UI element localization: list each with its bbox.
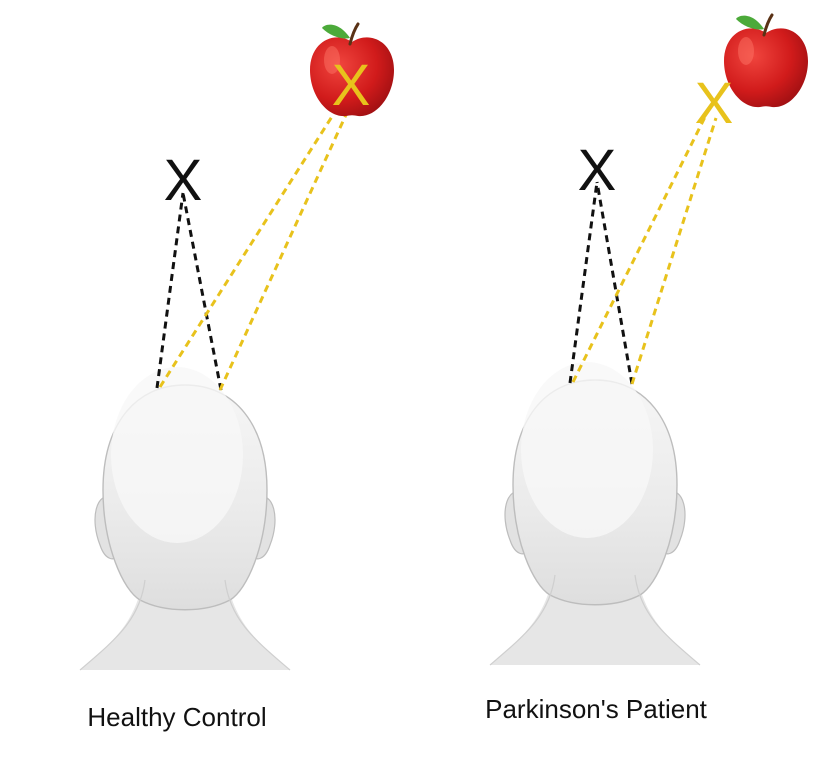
panel-healthy-control: X X — [79, 22, 396, 671]
target-x-mark: X — [695, 71, 734, 136]
panel-parkinsons-patient: X X — [489, 13, 810, 666]
fixation-x-mark: X — [164, 148, 203, 213]
head-back-icon — [489, 361, 701, 666]
fixation-line-right-eye — [181, 192, 223, 391]
target-line-left-eye — [158, 103, 342, 388]
head-back-icon — [79, 366, 291, 671]
fixation-line-left-eye — [155, 192, 185, 389]
apple-icon — [722, 13, 810, 109]
fixation-x-mark: X — [578, 138, 617, 203]
fixation-line-left-eye — [568, 181, 599, 384]
fixation-line-right-eye — [595, 181, 634, 385]
target-line-right-eye — [218, 105, 352, 391]
caption-healthy-control: Healthy Control — [87, 702, 267, 732]
target-x-mark: X — [332, 53, 371, 118]
caption-parkinsons-patient: Parkinson's Patient — [485, 694, 707, 724]
target-line-right-eye — [630, 117, 718, 385]
target-line-left-eye — [571, 114, 708, 383]
